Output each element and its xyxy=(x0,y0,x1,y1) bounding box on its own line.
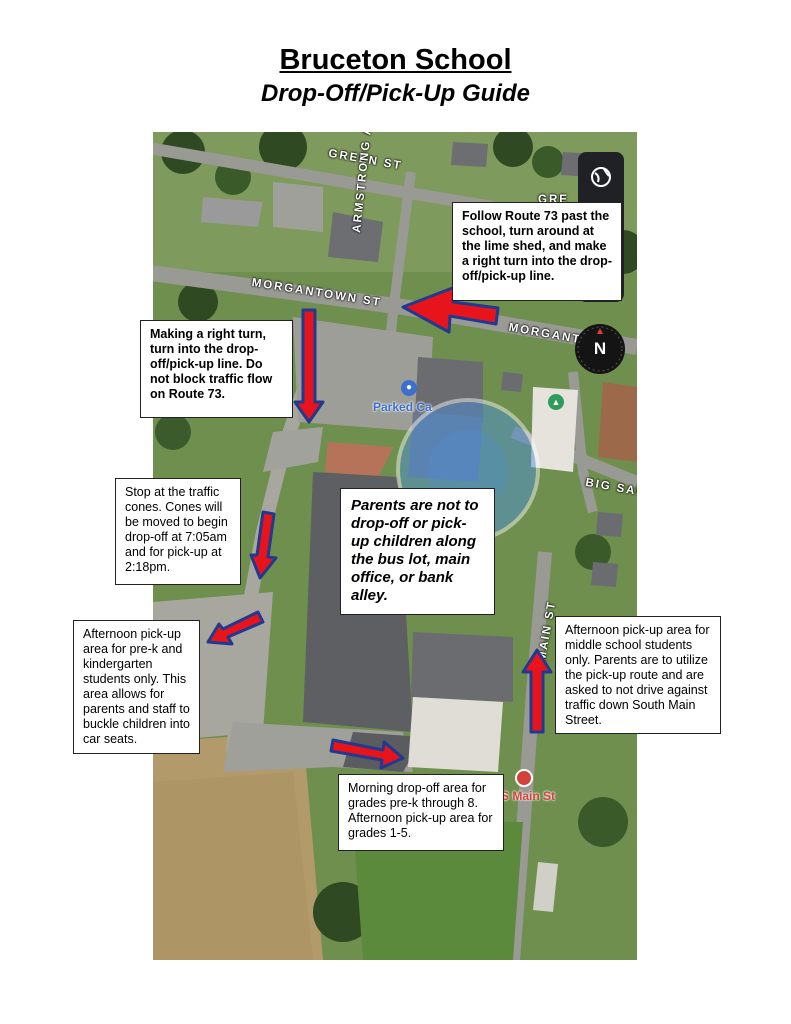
callout-parents-warning: Parents are not to drop-off or pick-up c… xyxy=(340,488,495,615)
callout-morning-dropoff: Morning drop-off area for grades pre-k t… xyxy=(338,774,504,851)
compass-north-label: N xyxy=(593,339,607,358)
callout-traffic-cones: Stop at the traffic cones. Cones will be… xyxy=(115,478,241,585)
parked-car-icon[interactable]: ● xyxy=(401,380,417,396)
s-main-st-label: S Main St xyxy=(501,789,556,803)
location-pin-icon[interactable] xyxy=(515,769,533,787)
arrow-morning xyxy=(329,738,405,770)
callout-prek-kindergarten: Afternoon pick-up area for pre-k and kin… xyxy=(73,620,200,754)
parked-car-label: Parked Ca xyxy=(373,400,432,414)
park-marker-icon[interactable]: ▲ xyxy=(548,394,564,410)
globe-icon xyxy=(591,167,611,187)
arrow-prek xyxy=(206,610,265,646)
callout-route73: Follow Route 73 past the school, turn ar… xyxy=(452,202,622,301)
callout-middle-school: Afternoon pick-up area for middle school… xyxy=(555,616,721,734)
compass-icon xyxy=(577,326,623,372)
arrow-cones xyxy=(249,510,278,580)
arrow-right-turn xyxy=(293,308,325,424)
direction-arrows xyxy=(206,285,553,770)
callout-right-turn: Making a right turn, turn into the drop-… xyxy=(140,320,293,418)
page-subtitle: Drop-Off/Pick-Up Guide xyxy=(261,80,530,107)
arrow-middle xyxy=(521,648,553,734)
page-title: Bruceton School xyxy=(279,44,512,76)
compass-button[interactable]: N xyxy=(575,324,625,374)
